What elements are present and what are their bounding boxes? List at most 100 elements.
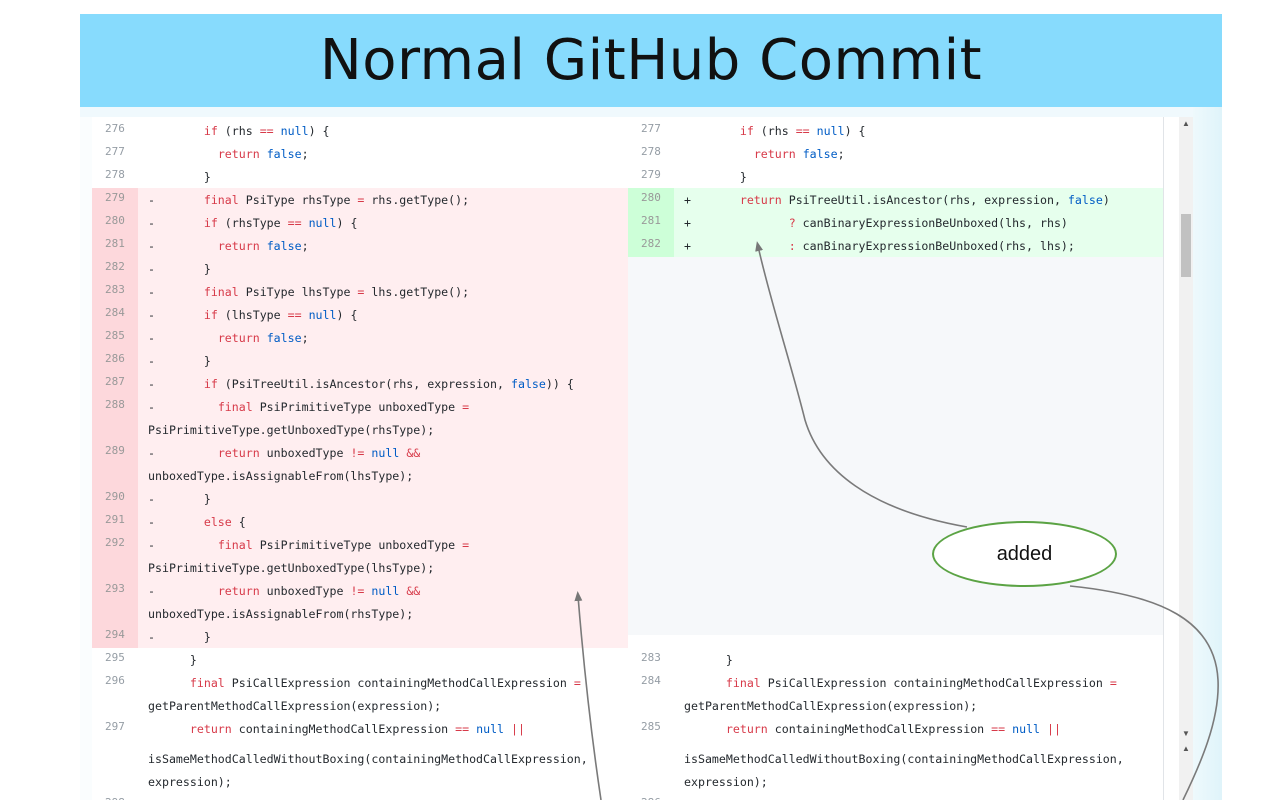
line-number[interactable]: 277 [641, 122, 661, 135]
code-line: - return false; [148, 239, 309, 253]
line-number[interactable]: 282 [92, 257, 138, 280]
line-number[interactable]: 287 [92, 372, 138, 395]
line-number[interactable] [628, 747, 674, 770]
context-line: 276 if (rhs == null) { [92, 119, 628, 142]
line-number[interactable]: 281 [628, 211, 674, 234]
code-line: final PsiCallExpression containingMethod… [148, 676, 581, 690]
line-number[interactable]: 283 [641, 651, 661, 664]
code-keyword: if [739, 124, 754, 138]
deleted-line: 290 - } [92, 487, 628, 510]
scroll-down-arrow-icon[interactable]: ▼ [1182, 729, 1190, 738]
line-number[interactable]: 292 [92, 533, 138, 556]
code-text: containingMethodCallExpression [767, 722, 992, 736]
line-number[interactable]: 288 [92, 395, 138, 418]
code-text [684, 722, 726, 736]
line-number[interactable] [628, 694, 674, 717]
code-line: isSameMethodCalledWithoutBoxing(containi… [148, 752, 588, 766]
code-literal: false [266, 147, 302, 161]
code-keyword: return [725, 722, 768, 736]
line-number[interactable] [92, 747, 138, 770]
line-number[interactable]: 280 [92, 211, 138, 234]
line-number[interactable]: 294 [92, 625, 138, 648]
line-number[interactable]: 295 [105, 651, 125, 664]
line-number[interactable] [92, 694, 138, 717]
line-number[interactable] [92, 770, 138, 793]
line-number[interactable] [92, 418, 138, 441]
code-text: - } [148, 354, 211, 368]
context-line: 286 } [628, 793, 1163, 800]
code-line: return containingMethodCallExpression ==… [148, 722, 525, 736]
deleted-line: 283- final PsiType lhsType = lhs.getType… [92, 280, 628, 303]
line-number[interactable]: 278 [105, 168, 125, 181]
code-text: canBinaryExpressionBeUnboxed(rhs, lhs); [795, 239, 1075, 253]
code-keyword: if [203, 308, 218, 322]
code-keyword: == [455, 722, 470, 736]
line-number[interactable]: 286 [628, 793, 674, 800]
context-line: 285 return containingMethodCallExpressio… [628, 717, 1163, 747]
code-text: - [148, 239, 218, 253]
code-keyword: final [203, 285, 239, 299]
code-text: } [684, 653, 733, 667]
line-number[interactable]: 280 [628, 188, 674, 211]
scroll-up-arrow-icon[interactable]: ▲ [1182, 119, 1190, 128]
code-text: - [148, 331, 218, 345]
code-keyword: == [287, 216, 302, 230]
code-line: - final PsiPrimitiveType unboxedType = [148, 538, 469, 552]
code-literal: null [371, 584, 400, 598]
code-text: - [148, 377, 204, 391]
scroll-up-arrow-icon[interactable]: ▲ [1182, 744, 1190, 753]
code-line: unboxedType.isAssignableFrom(rhsType); [148, 607, 413, 621]
line-number[interactable]: 279 [641, 168, 661, 181]
code-line: - } [148, 492, 211, 506]
line-number[interactable]: 286 [92, 349, 138, 372]
deleted-line: 281 - return false; [92, 234, 628, 257]
deleted-line: 279- final PsiType rhsType = rhs.getType… [92, 188, 628, 211]
line-number[interactable] [92, 556, 138, 579]
line-number[interactable]: 285 [641, 720, 661, 733]
line-number[interactable]: 281 [92, 234, 138, 257]
code-text: } [684, 170, 747, 184]
code-text: + [684, 193, 740, 207]
line-number[interactable]: 285 [92, 326, 138, 349]
code-keyword: return [753, 147, 796, 161]
line-number[interactable] [92, 602, 138, 625]
line-number[interactable]: 282 [628, 234, 674, 257]
code-line: - final PsiPrimitiveType unboxedType = [148, 400, 469, 414]
line-number[interactable]: 277 [105, 145, 125, 158]
code-keyword: == [795, 124, 810, 138]
code-text: unboxedType.isAssignableFrom(lhsType); [148, 469, 414, 483]
context-line: 298 } [92, 793, 628, 800]
code-line: + ? canBinaryExpressionBeUnboxed(lhs, rh… [684, 216, 1068, 230]
line-number[interactable]: 276 [105, 122, 125, 135]
code-text: PsiType lhsType [238, 285, 358, 299]
line-number[interactable]: 284 [92, 303, 138, 326]
code-keyword: == [287, 308, 302, 322]
line-number[interactable]: 279 [92, 188, 138, 211]
line-number[interactable] [628, 770, 674, 793]
line-number[interactable]: 298 [92, 793, 138, 800]
line-number[interactable]: 291 [92, 510, 138, 533]
code-text: (rhs [217, 124, 260, 138]
line-number[interactable]: 278 [641, 145, 661, 158]
line-number[interactable]: 284 [641, 674, 661, 687]
code-text: PsiPrimitiveType.getUnboxedType(rhsType)… [148, 423, 435, 437]
code-literal: false [802, 147, 838, 161]
code-keyword: && [406, 584, 421, 598]
line-number[interactable]: 297 [105, 720, 125, 733]
deleted-line: 284- if (lhsType == null) { [92, 303, 628, 326]
scroll-thumb[interactable] [1181, 214, 1191, 277]
line-number[interactable]: 290 [92, 487, 138, 510]
code-literal: null [371, 446, 400, 460]
line-number[interactable] [92, 464, 138, 487]
code-text: } [684, 798, 719, 800]
line-number[interactable]: 289 [92, 441, 138, 464]
vertical-scrollbar[interactable]: ▲ ▼ ▲ [1179, 117, 1193, 800]
deleted-line: 288 - final PsiPrimitiveType unboxedType … [92, 395, 628, 418]
line-number[interactable] [628, 257, 674, 635]
code-keyword: : [788, 239, 796, 253]
line-number[interactable]: 283 [92, 280, 138, 303]
code-literal: null [816, 124, 845, 138]
line-number[interactable]: 293 [92, 579, 138, 602]
line-number[interactable]: 296 [105, 674, 125, 687]
code-line: isSameMethodCalledWithoutBoxing(containi… [684, 752, 1124, 766]
